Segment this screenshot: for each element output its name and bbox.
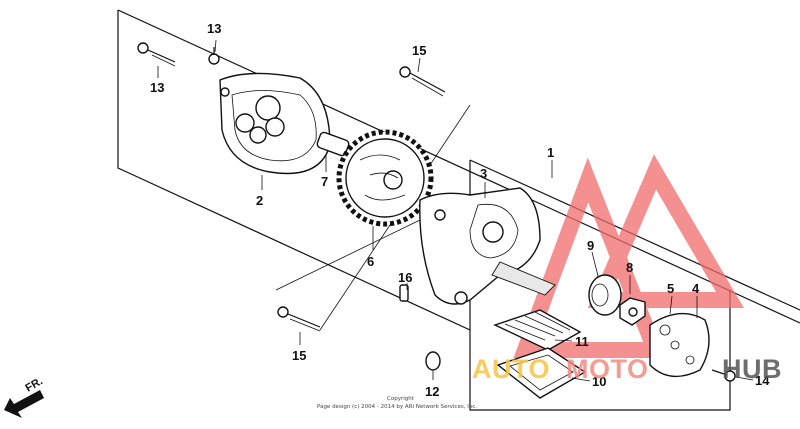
callout-1: 1 xyxy=(547,145,554,160)
copyright-line-1: Copyright xyxy=(387,396,415,402)
inner-rotor-8 xyxy=(619,297,646,326)
pin-16 xyxy=(399,284,409,302)
callout-14: 14 xyxy=(755,373,770,388)
callout-7: 7 xyxy=(321,174,328,189)
callout-12: 12 xyxy=(425,384,439,399)
callout-8: 8 xyxy=(626,260,633,275)
leader-lines xyxy=(157,39,754,382)
callout-15-top: 15 xyxy=(412,43,426,58)
callout-10: 10 xyxy=(592,374,606,389)
callout-15-bottom: 15 xyxy=(292,348,306,363)
bolt-14 xyxy=(711,369,736,382)
arrow-down-left-icon xyxy=(4,390,44,418)
callout-3: 3 xyxy=(480,166,487,181)
watermark-auto: AUTO xyxy=(472,354,550,384)
o-ring-12 xyxy=(425,351,441,371)
callout-9: 9 xyxy=(587,238,594,253)
watermark-moto: MOTO xyxy=(566,354,649,384)
watermark-logo-text: AUTO MOTO HUB xyxy=(472,354,782,384)
callout-11: 11 xyxy=(575,334,589,349)
callout-2: 2 xyxy=(256,193,263,208)
assembly-frame-left xyxy=(117,10,731,411)
driven-gear-6 xyxy=(336,129,434,227)
watermark-hub: HUB xyxy=(722,354,782,384)
pump-body-3 xyxy=(419,187,556,305)
direction-label: FR. xyxy=(24,375,45,394)
callout-16: 16 xyxy=(398,270,412,285)
callout-13-left: 13 xyxy=(150,80,164,95)
pump-plate-5 xyxy=(649,312,710,378)
pump-cover-2 xyxy=(219,72,331,175)
copyright-line-2: Page design (c) 2004 - 2014 by ARI Netwo… xyxy=(317,404,477,410)
dowel-pin-7 xyxy=(316,131,350,157)
bolt-15-bottom xyxy=(277,306,321,332)
bolt-13-top xyxy=(208,47,220,65)
callout-6: 6 xyxy=(367,254,374,269)
callout-5: 5 xyxy=(667,281,674,296)
callout-4: 4 xyxy=(692,281,700,296)
callout-13-top: 13 xyxy=(207,21,221,36)
outer-rotor-9 xyxy=(588,274,622,316)
assembly-frame-top xyxy=(117,9,800,324)
sub-frame-2 xyxy=(275,219,421,291)
triangle-logo-icon xyxy=(513,154,744,358)
gasket-10 xyxy=(496,347,587,399)
bolt-13-left xyxy=(137,42,176,67)
bolt-15-top xyxy=(399,66,446,97)
